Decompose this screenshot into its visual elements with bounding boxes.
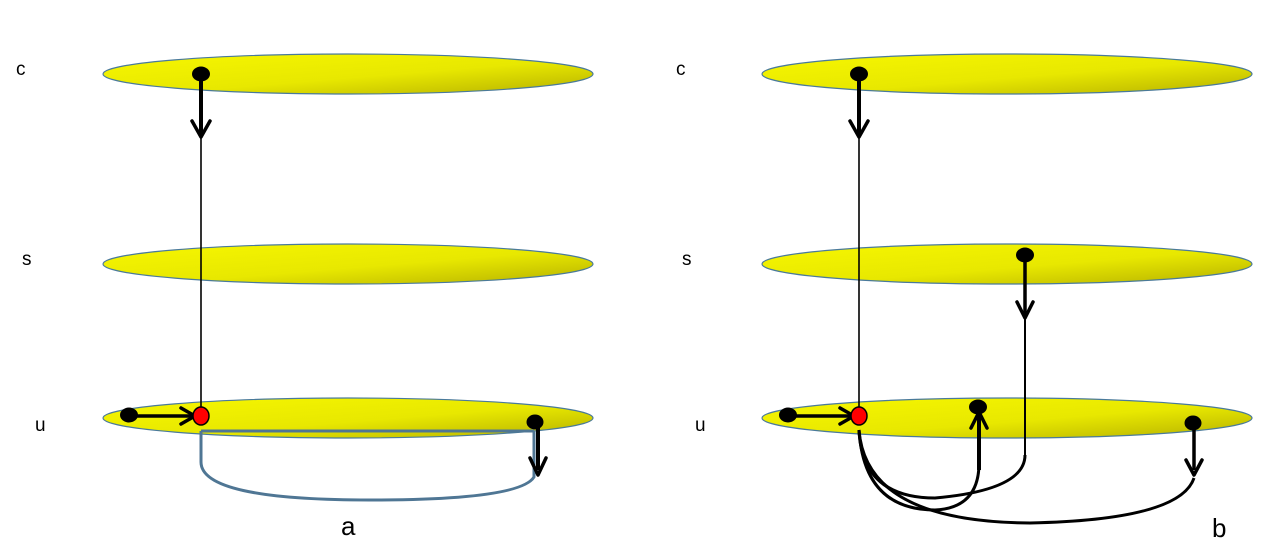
- node-s: [1016, 247, 1034, 263]
- level-label-c: c: [676, 59, 686, 80]
- node-u-right: [526, 414, 544, 430]
- node-red: [192, 406, 210, 426]
- layer-c-ellipse: [761, 53, 1253, 95]
- layer-s-ellipse: [761, 243, 1253, 285]
- node-c: [192, 66, 210, 82]
- node-c: [850, 66, 868, 82]
- layer-s-ellipse: [102, 243, 594, 285]
- node-u-middle: [969, 399, 987, 415]
- level-label-u: u: [35, 415, 46, 436]
- level-label-c: c: [16, 59, 26, 80]
- layer-c-ellipse: [102, 53, 594, 95]
- panel-caption-a: a: [341, 511, 356, 541]
- node-u-left: [120, 407, 138, 423]
- arrowhead-right-down: [528, 456, 548, 477]
- arrowhead-right-down: [1184, 458, 1204, 477]
- blue-link-path: [199, 429, 536, 502]
- node-u-left: [779, 407, 797, 423]
- panel-b: c s u b: [676, 53, 1253, 541]
- layer-u-ellipse: [102, 397, 594, 439]
- panel-a: c s u a: [16, 53, 594, 541]
- node-red: [850, 406, 868, 426]
- curve-red-to-right: [857, 429, 1196, 525]
- level-label-u: u: [695, 415, 706, 436]
- layer-u-ellipse: [761, 397, 1253, 439]
- level-label-s: s: [22, 249, 32, 270]
- panel-caption-b: b: [1212, 513, 1226, 541]
- curve-red-to-s-edge: [857, 429, 1027, 500]
- node-u-right: [1184, 415, 1202, 431]
- level-label-s: s: [682, 249, 692, 270]
